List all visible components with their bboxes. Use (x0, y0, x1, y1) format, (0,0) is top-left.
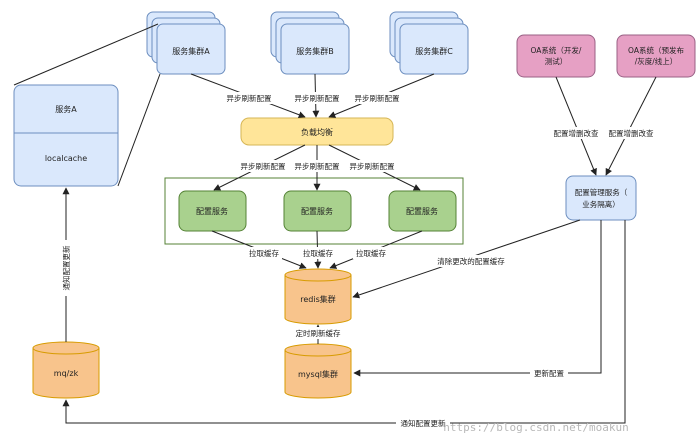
config-service-2-label: 配置服务 (301, 206, 333, 216)
config-mgmt-line2: 业务隔离） (582, 199, 620, 209)
edge-label-async-mid-3: 异步刷新配置 (350, 161, 395, 171)
edge-label-group-async-mid: 异步刷新配置 异步刷新配置 异步刷新配置 (236, 160, 399, 172)
config-management-service: 配置管理服务（ 业务隔离） (565, 175, 637, 221)
cluster-b: 服务集群B (270, 11, 350, 75)
zoom-line-top (13, 23, 159, 86)
edge-label-group-pull: 拉取缓存 拉取缓存 拉取缓存 (246, 247, 389, 259)
edge-label-pull-1: 拉取缓存 (249, 248, 279, 258)
load-balancer: 负载均衡 (240, 117, 394, 146)
cluster-b-label: 服务集群B (296, 46, 334, 56)
edge-label-pull-2: 拉取缓存 (303, 248, 333, 258)
cluster-a-label: 服务集群A (172, 46, 210, 56)
edge-label-pull-3: 拉取缓存 (356, 248, 386, 258)
config-service-1: 配置服务 (178, 190, 247, 232)
edge-label-async-top-2: 异步刷新配置 (295, 93, 340, 103)
edge-label-clear-cache: 清除更改的配置缓存 (437, 256, 505, 266)
edge-label-update-config: 更新配置 (534, 368, 564, 378)
edge-label-notify-left-text: 通知配置更新 (61, 245, 71, 290)
service-a-label: 服务A (55, 104, 77, 114)
oa-dev-system: OA系统（开发/ 测试） (516, 34, 596, 78)
edge-mgmt-mq (62, 220, 626, 424)
edge-oa-prod-mgmt (605, 76, 657, 176)
watermark: https://blog.csdn.net/moakun (443, 421, 628, 434)
mq-cylinder: mq/zk (32, 341, 100, 399)
edge-label-async-mid-1: 异步刷新配置 (241, 161, 286, 171)
config-service-3-label: 配置服务 (406, 206, 438, 216)
edge-label-config-change-1: 配置增删改查 (554, 128, 599, 138)
oa-prod-system: OA系统（预发布 /灰度/线上） (616, 34, 696, 78)
redis-cylinder: redis集群 (284, 268, 352, 325)
cluster-c-label: 服务集群C (415, 46, 453, 56)
edge-label-async-top-1: 异步刷新配置 (227, 93, 272, 103)
config-service-2: 配置服务 (283, 190, 352, 232)
config-service-1-label: 配置服务 (196, 206, 228, 216)
edge-label-async-mid-2: 异步刷新配置 (295, 161, 340, 171)
edge-label-timed-refresh: 定时刷新缓存 (296, 328, 341, 338)
edge-label-notify-left: 通知配置更新 (60, 240, 72, 296)
edge-label-notify-bottom: 通知配置更新 (401, 418, 446, 428)
edge-label-config-change-2: 配置增删改查 (609, 128, 654, 138)
mq-label: mq/zk (54, 369, 79, 378)
localcache-label: localcache (45, 154, 87, 163)
mysql-label: mysql集群 (298, 369, 338, 379)
edge-oa-dev-mgmt (555, 76, 597, 176)
edge-mgmt-mysql (353, 220, 602, 377)
oa-prod-line2: /灰度/线上） (635, 56, 678, 66)
zoom-line-bottom (117, 73, 161, 187)
load-balancer-label: 负载均衡 (301, 127, 333, 137)
oa-dev-line1: OA系统（开发/ (531, 45, 582, 55)
edge-label-async-top-3: 异步刷新配置 (355, 93, 400, 103)
mysql-cylinder: mysql集群 (284, 343, 352, 399)
cluster-c: 服务集群C (389, 11, 469, 75)
oa-prod-line1: OA系统（预发布 (628, 45, 684, 55)
edge-label-group-async-top: 异步刷新配置 异步刷新配置 异步刷新配置 (222, 92, 404, 104)
oa-dev-line2: 测试） (545, 56, 568, 66)
cluster-a: 服务集群A (146, 11, 226, 75)
service-a: 服务A localcache (13, 84, 119, 187)
config-mgmt-line1: 配置管理服务（ (575, 187, 628, 197)
config-service-3: 配置服务 (388, 190, 457, 232)
redis-label: redis集群 (300, 294, 336, 304)
config-service-group (164, 177, 464, 245)
